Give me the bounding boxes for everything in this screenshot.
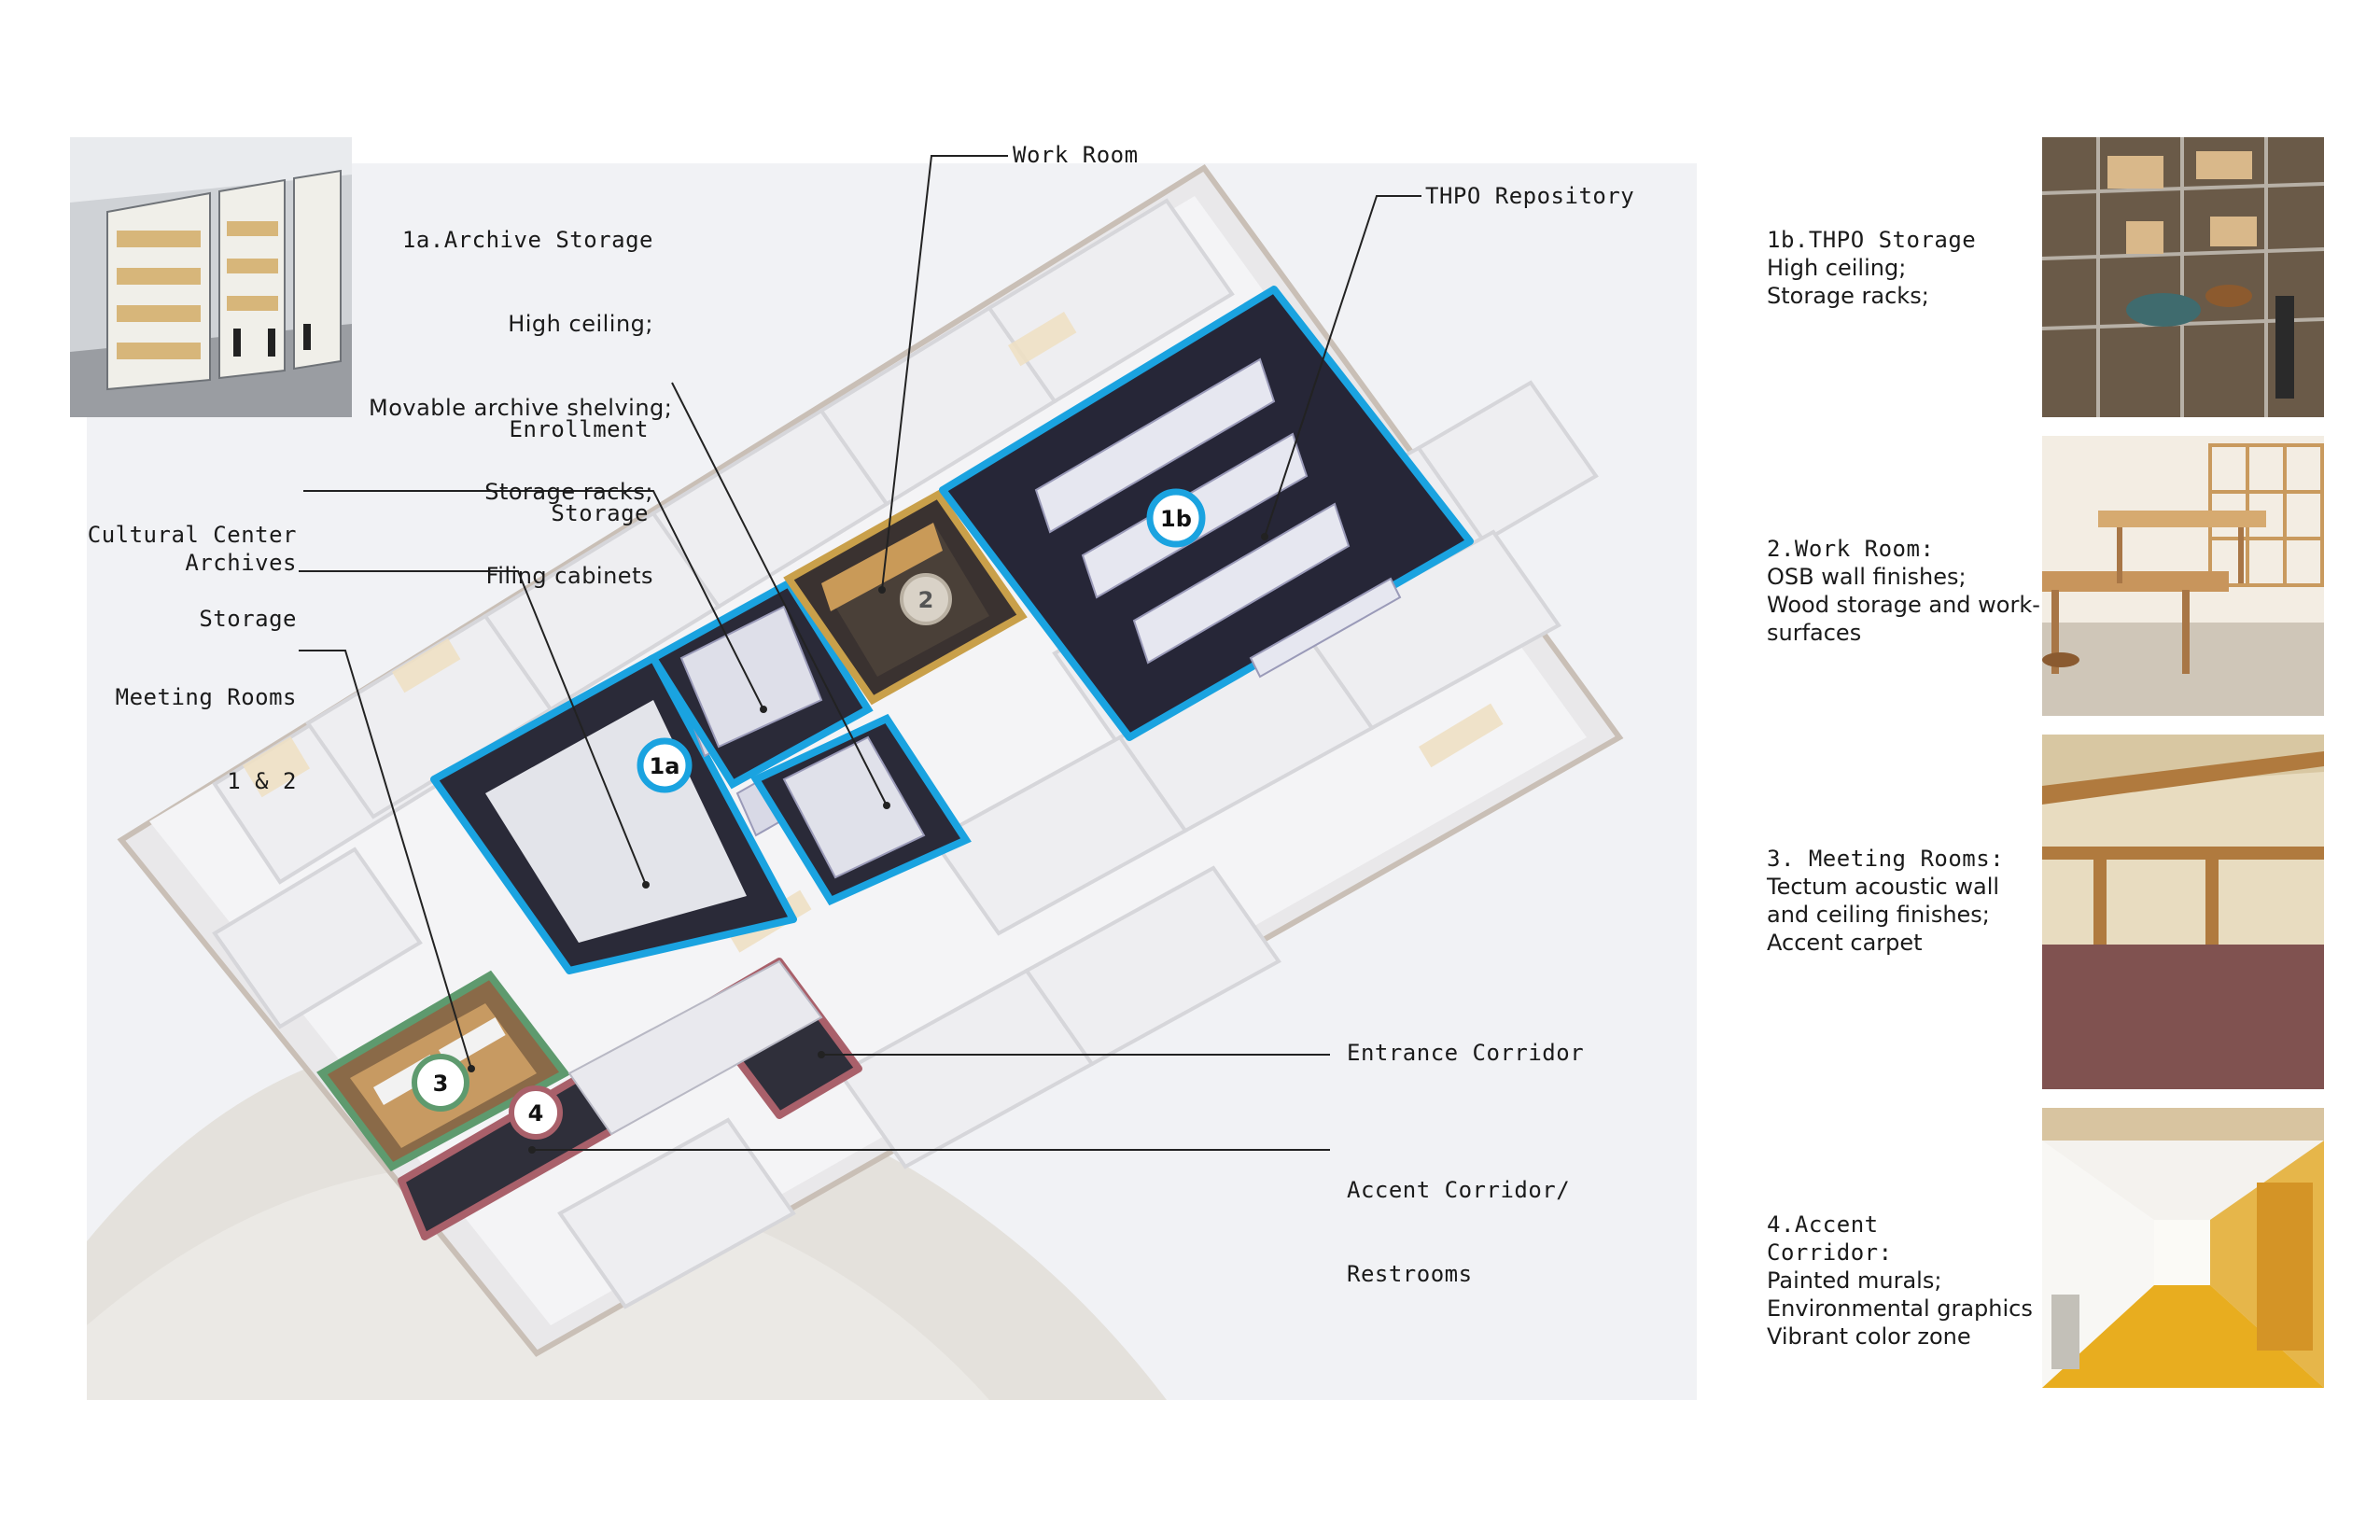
label-cultural-center-storage: Cultural Center Storage — [56, 465, 297, 689]
label-accent-line-1: Accent Corridor/ — [1347, 1177, 1571, 1203]
leader-dots — [468, 533, 1268, 1154]
caption-thpo-line-2: Storage racks; — [1767, 283, 1929, 309]
marker-1a-label: 1a — [650, 753, 680, 779]
label-archive-storage-line-3: Storage racks; — [484, 479, 653, 505]
marker-1b-label: 1b — [1160, 506, 1192, 532]
leader-enrollment — [671, 382, 888, 806]
marker-3-label: 3 — [433, 1071, 449, 1097]
caption-thpo-storage: 1b.THPO Storage High ceiling; Storage ra… — [1767, 226, 1976, 310]
marker-2-label: 2 — [918, 587, 934, 613]
work-room-osb-wall — [821, 523, 943, 611]
label-archives: Archives — [185, 550, 297, 576]
label-meeting-line-1: Meeting Rooms — [115, 684, 297, 710]
work-room-photo — [2042, 436, 2324, 716]
cultural-shelves — [679, 605, 823, 749]
marker-1b: 1b — [1146, 488, 1206, 548]
leader-thpo — [1264, 195, 1421, 538]
leader-work-room — [881, 155, 1008, 591]
label-archive-storage-line-2: Movable archive shelving; — [369, 395, 673, 421]
marker-3: 3 — [412, 1054, 469, 1112]
label-enrollment-line-2: Storage — [551, 500, 649, 526]
label-archive-storage: 1a.Archive Storage High ceiling; Movable… — [369, 170, 673, 646]
caption-work-line-3: surfaces — [1767, 620, 1862, 646]
caption-meeting-line-3: Accent carpet — [1767, 930, 1923, 956]
marker-2: 2 — [900, 573, 952, 625]
caption-accent-line-1: Painted murals; — [1767, 1267, 1942, 1294]
caption-work-title: 2.Work Room: — [1767, 536, 1935, 562]
enrollment-shelves — [782, 735, 926, 879]
marker-4: 4 — [509, 1085, 563, 1140]
label-cultural-line-1: Cultural Center — [87, 522, 297, 548]
caption-accent-title-1: 4.Accent — [1767, 1211, 1879, 1238]
caption-meeting-line-1: Tectum acoustic wall — [1767, 874, 2000, 900]
label-accent-line-2: Restrooms — [1347, 1261, 1473, 1287]
caption-accent-corridor: 4.Accent Corridor: Painted murals; Envir… — [1767, 1211, 2033, 1351]
archive-shelving-photo — [70, 137, 352, 417]
marker-1a: 1a — [637, 737, 693, 793]
restroom-block — [567, 959, 823, 1136]
leader-archives — [299, 570, 647, 886]
label-enrollment-storage: Enrollment Storage — [443, 359, 649, 583]
label-enrollment-line-1: Enrollment — [509, 416, 649, 442]
caption-meeting-line-2: and ceiling finishes; — [1767, 902, 1990, 928]
caption-meeting-title: 3. Meeting Rooms: — [1767, 846, 2005, 872]
caption-meeting-rooms: 3. Meeting Rooms: Tectum acoustic wall a… — [1767, 845, 2004, 957]
caption-thpo-line-1: High ceiling; — [1767, 255, 1907, 281]
accent-corridor-photo — [2042, 1108, 2324, 1388]
meeting-room-photo — [2042, 735, 2324, 1089]
leader-meeting — [299, 650, 472, 1070]
caption-work-line-1: OSB wall finishes; — [1767, 564, 1967, 590]
leader-cultural — [303, 490, 764, 710]
label-meeting-rooms: Meeting Rooms 1 & 2 — [56, 627, 297, 851]
label-cultural-line-2: Storage — [199, 606, 297, 632]
caption-accent-title-2: Corridor: — [1767, 1239, 1893, 1266]
marker-4-label: 4 — [528, 1100, 544, 1127]
thpo-storage-photo — [2042, 137, 2324, 417]
label-archive-storage-title: 1a.Archive Storage — [401, 227, 653, 253]
label-thpo-repository: THPO Repository — [1425, 183, 1635, 209]
caption-thpo-title: 1b.THPO Storage — [1767, 227, 1977, 253]
label-work-room: Work Room — [1013, 142, 1139, 168]
label-meeting-line-2: 1 & 2 — [227, 768, 297, 794]
caption-accent-line-3: Vibrant color zone — [1767, 1323, 1971, 1350]
label-archive-storage-line-1: High ceiling; — [508, 311, 653, 337]
caption-work-line-2: Wood storage and work- — [1767, 592, 2040, 618]
label-accent-corridor: Accent Corridor/ Restrooms — [1347, 1120, 1570, 1344]
caption-accent-line-2: Environmental graphics — [1767, 1295, 2033, 1322]
caption-work-room: 2.Work Room: OSB wall finishes; Wood sto… — [1767, 535, 2040, 647]
label-entrance-corridor: Entrance Corridor — [1347, 1040, 1585, 1066]
leader-lines — [299, 155, 1421, 1151]
label-archive-storage-line-4: Filing cabinets — [485, 563, 653, 589]
